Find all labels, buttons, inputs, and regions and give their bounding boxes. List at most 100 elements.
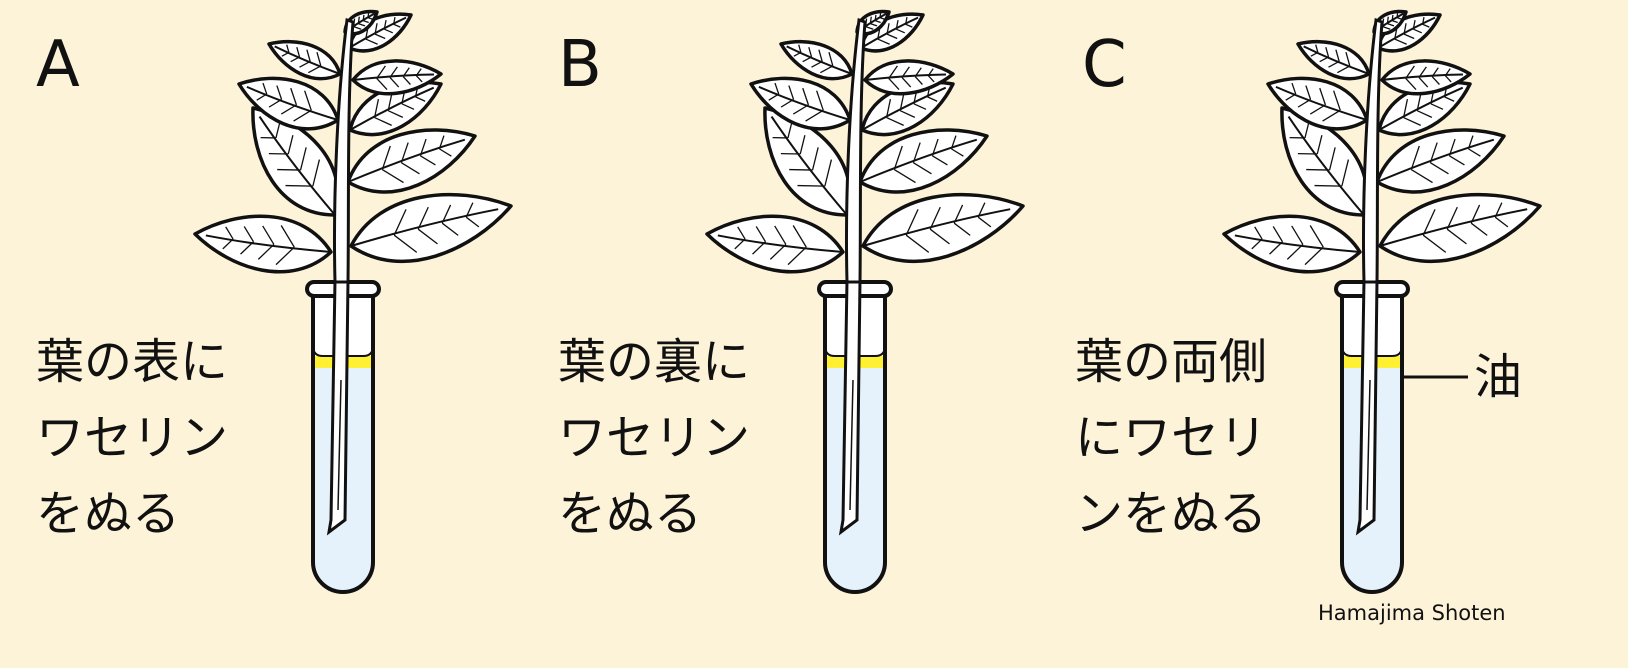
- leaf-vein: [927, 96, 938, 102]
- leaf-midrib: [274, 45, 341, 75]
- leaf-vein: [389, 66, 398, 78]
- leaf-vein: [1449, 155, 1465, 166]
- leaf-midrib: [758, 85, 851, 121]
- stem: [1362, 17, 1384, 284]
- leaf-vein: [415, 68, 422, 77]
- leaf-vein: [276, 85, 283, 100]
- leaf-vein: [1396, 16, 1402, 20]
- caption-line: をぬる: [558, 486, 702, 542]
- leaf-vein: [899, 94, 905, 111]
- leaf-vein: [1430, 103, 1444, 110]
- leaf-midrib: [258, 116, 336, 216]
- leaf-vein: [1314, 184, 1342, 187]
- stem-vein: [337, 379, 342, 511]
- leaf-midrib: [205, 234, 332, 253]
- leaf-vein: [893, 145, 903, 170]
- leaf-vein: [870, 22, 878, 27]
- leaf-vein: [818, 49, 823, 62]
- leaf-vein: [357, 16, 360, 24]
- leaf-vein: [1448, 138, 1456, 156]
- leaf-vein: [296, 47, 301, 58]
- leaf-blade: [861, 192, 1025, 263]
- leaf-midrib: [861, 86, 947, 131]
- leaf-vein: [1269, 241, 1283, 255]
- leaf-vein: [402, 67, 410, 77]
- leaf-vein: [929, 228, 950, 245]
- leaf-vein: [1410, 169, 1433, 184]
- caption-line: 葉の表に: [36, 334, 228, 390]
- leaf-midrib: [1379, 208, 1528, 247]
- leaf-vein: [1309, 225, 1324, 248]
- leaf-vein: [1405, 77, 1417, 91]
- leaf-vein: [901, 66, 910, 78]
- leaf-vein: [914, 76, 923, 85]
- leaf-blade: [1380, 59, 1472, 96]
- leaf-vein: [913, 162, 932, 175]
- leaf-vein: [905, 209, 919, 236]
- leaf-vein: [1251, 238, 1263, 250]
- panel-label: B: [558, 28, 602, 102]
- plant: [705, 9, 1025, 536]
- caption-line: をぬる: [36, 486, 180, 542]
- stem-vein: [849, 379, 854, 511]
- leaf: [193, 214, 333, 274]
- leaf: [863, 59, 955, 96]
- stem-vein: [1366, 379, 1371, 511]
- leaf: [1222, 214, 1362, 274]
- leaf-vein: [1470, 222, 1488, 236]
- leaf: [858, 128, 989, 194]
- leaf-vein: [312, 159, 321, 187]
- leaf-vein: [1418, 66, 1427, 78]
- leaf-vein: [886, 23, 890, 35]
- credit: Hamajima Shoten: [1318, 601, 1506, 625]
- leaf-vein: [293, 109, 312, 122]
- leaf-vein: [1254, 226, 1263, 240]
- leaf-vein: [439, 148, 452, 157]
- leaf-vein: [1319, 56, 1329, 63]
- leaf-vein: [299, 60, 311, 68]
- leaf-vein: [1413, 28, 1423, 34]
- leaf-vein: [393, 16, 396, 25]
- leaf-vein: [1309, 104, 1326, 115]
- leaf-vein: [953, 222, 971, 236]
- leaf-vein: [1333, 90, 1341, 111]
- leaf-vein: [1291, 82, 1297, 95]
- leaf-midrib: [1275, 85, 1368, 121]
- leaf-vein: [1444, 96, 1455, 102]
- leaf-midrib: [350, 208, 499, 247]
- leaf-vein: [281, 51, 290, 57]
- leaf-vein: [1304, 246, 1324, 266]
- leaf-vein: [260, 136, 276, 139]
- leaf-blade: [763, 106, 852, 217]
- leaf-vein: [393, 23, 401, 28]
- leaf-blade: [705, 214, 845, 274]
- leaf-vein: [387, 110, 404, 118]
- leaf-vein: [1422, 16, 1425, 25]
- stem: [845, 17, 867, 284]
- caption-line: ワセリン: [558, 410, 750, 466]
- leaf-vein: [268, 98, 282, 108]
- leaf-vein: [1412, 20, 1416, 30]
- leaf-vein: [1467, 135, 1474, 150]
- leaf-vein: [816, 90, 824, 111]
- leaf-vein: [1422, 23, 1430, 28]
- leaf-vein: [441, 204, 452, 224]
- leaf-midrib: [1376, 138, 1495, 183]
- leaf-vein: [1396, 12, 1399, 18]
- leaf-midrib: [349, 86, 435, 131]
- leaf-vein: [1310, 51, 1319, 57]
- leaf-vein: [896, 28, 906, 34]
- leaf-midrib: [1303, 45, 1370, 75]
- leaf-vein: [308, 65, 322, 74]
- leaf-vein: [393, 234, 418, 253]
- leaf-vein: [1402, 99, 1409, 118]
- leaf-vein: [304, 90, 312, 111]
- leaf: [1378, 192, 1542, 263]
- leaf-vein: [358, 22, 366, 27]
- leaf-vein: [420, 155, 436, 166]
- leaf-vein: [875, 19, 881, 24]
- leaf-vein: [1341, 159, 1350, 187]
- leaf-vein: [1297, 98, 1311, 108]
- leaf-vein: [402, 76, 411, 85]
- leaf-vein: [1431, 76, 1440, 85]
